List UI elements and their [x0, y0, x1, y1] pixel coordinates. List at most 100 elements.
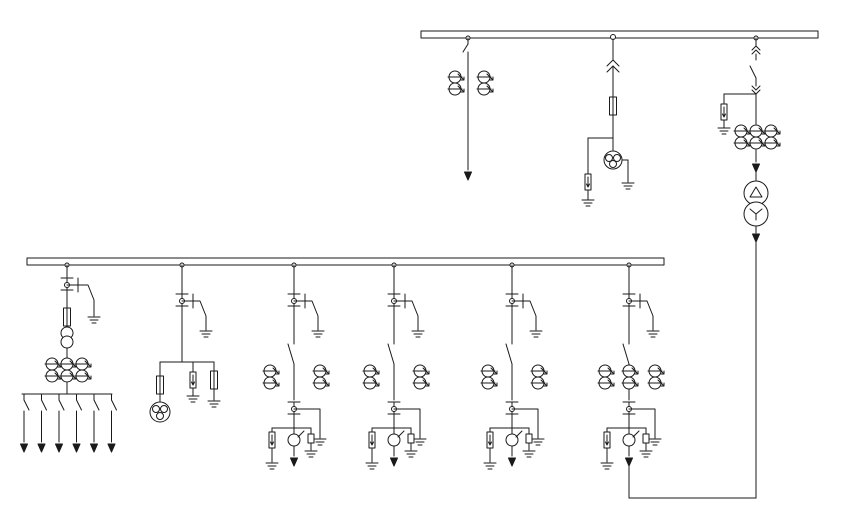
- upper-feeder-3: [629, 36, 781, 498]
- voltage-indicator-icon: [408, 434, 414, 443]
- surge-arrester-icon: [368, 431, 376, 449]
- earth-icon: [529, 330, 543, 338]
- disconnector-symbol: [24, 400, 29, 410]
- earth-icon: [581, 199, 595, 207]
- outgoing-circuit: [20, 394, 30, 453]
- current-transformer-icon: [748, 124, 766, 150]
- feeder-arrow-icon: [107, 443, 116, 453]
- earth-icon: [413, 438, 427, 446]
- earth-icon: [483, 462, 497, 470]
- earth-icon: [186, 395, 200, 403]
- voltage-indicator-icon: [643, 434, 649, 443]
- earth-icon: [646, 330, 660, 338]
- earthing-switch-symbol: [182, 294, 206, 330]
- current-transformer-icon: [597, 364, 615, 390]
- earth-icon: [365, 462, 379, 470]
- earth-icon: [304, 450, 318, 458]
- earth-icon: [600, 462, 614, 470]
- fuse-icon: [609, 96, 617, 116]
- disconnector-symbol: [288, 344, 294, 364]
- outgoing-circuit: [72, 394, 82, 453]
- surge-arrester-icon: [603, 431, 611, 449]
- disconnector-symbol: [463, 44, 468, 170]
- plug-contact-symbol: [752, 46, 760, 54]
- power-transformer-icon: [744, 181, 768, 226]
- surge-arrester-icon: [720, 103, 728, 121]
- feeder-arrow-icon: [390, 457, 398, 467]
- current-transformer-icon: [362, 364, 380, 390]
- disconnector-symbol: [506, 344, 512, 364]
- upper-feeder-1: [447, 36, 494, 181]
- lower-feeder-2: [150, 263, 221, 422]
- outgoing-circuit: [37, 394, 47, 453]
- earth-icon: [199, 330, 213, 338]
- lower-busbar: [27, 258, 664, 265]
- fuse-icon: [210, 370, 218, 390]
- disconnector-symbol: [94, 400, 99, 410]
- lower-feeder-5: [480, 263, 548, 470]
- upper-feeder-2: [581, 35, 635, 207]
- feeder-arrow-icon: [90, 443, 98, 453]
- three-winding-vt-icon: [150, 402, 170, 422]
- surge-arrester-icon: [486, 431, 494, 449]
- current-transformer-icon: [763, 124, 781, 150]
- disconnector-symbol: [42, 400, 47, 410]
- current-transformer-icon: [262, 364, 280, 390]
- disconnector-symbol: [750, 54, 756, 78]
- outgoing-circuit: [90, 394, 100, 453]
- earthing-switch-symbol: [512, 294, 536, 330]
- voltage-transformer-icon: [604, 151, 622, 169]
- lower-feeder-3: [262, 263, 330, 470]
- surge-arrester-icon: [189, 371, 197, 389]
- earth-icon: [639, 450, 653, 458]
- current-transformer-icon: [476, 70, 494, 96]
- feeder-arrow-icon: [72, 443, 81, 453]
- cable-ct-icon: [623, 434, 635, 446]
- cable-ct-icon: [506, 434, 518, 446]
- lower-feeder-4: [362, 263, 430, 470]
- disconnector-symbol: [388, 344, 394, 364]
- disconnector-symbol: [112, 400, 117, 410]
- cable-ct-icon: [388, 434, 400, 446]
- voltage-indicator-icon: [308, 434, 314, 443]
- cable-ct-icon: [288, 434, 300, 446]
- surge-arrester-icon: [584, 173, 592, 191]
- disconnector-symbol: [77, 400, 82, 410]
- current-transformer-icon: [59, 357, 77, 383]
- earth-icon: [313, 438, 327, 446]
- earth-icon: [522, 450, 536, 458]
- disconnector-symbol: [623, 344, 629, 364]
- outgoing-circuit: [107, 394, 117, 453]
- current-transformer-icon: [447, 70, 465, 96]
- lower-feeder-1: [20, 263, 117, 453]
- current-transformer-icon: [733, 124, 751, 150]
- station-transformer-icon: [61, 327, 73, 348]
- current-transformer-icon: [530, 364, 548, 390]
- current-transformer-icon: [621, 364, 639, 390]
- current-transformer-icon: [647, 364, 665, 390]
- earth-icon: [648, 438, 662, 446]
- feeder-arrow-icon: [464, 171, 472, 181]
- current-transformer-icon: [412, 364, 430, 390]
- lower-feeder-6: [597, 263, 665, 498]
- feeder-arrow-icon: [508, 457, 516, 467]
- current-transformer-icon: [44, 357, 62, 383]
- outgoing-circuits: [20, 394, 117, 453]
- feeder-arrow-icon: [55, 443, 63, 453]
- feeder-arrow-icon: [37, 443, 46, 453]
- plug-contact-symbol: [752, 86, 760, 94]
- earthing-switch-symbol: [394, 294, 418, 330]
- earth-icon: [87, 316, 101, 324]
- current-transformer-icon: [74, 357, 92, 383]
- earthing-switch-symbol: [629, 294, 653, 330]
- upper-busbar: [421, 31, 818, 38]
- earth-icon: [207, 400, 221, 408]
- surge-arrester-icon: [268, 431, 276, 449]
- earth-icon: [265, 462, 279, 470]
- outgoing-circuit: [55, 394, 65, 453]
- earth-icon: [531, 438, 545, 446]
- earthing-switch-symbol: [294, 294, 318, 330]
- fuse-icon: [156, 375, 164, 395]
- earthing-switch-symbol: [67, 278, 94, 316]
